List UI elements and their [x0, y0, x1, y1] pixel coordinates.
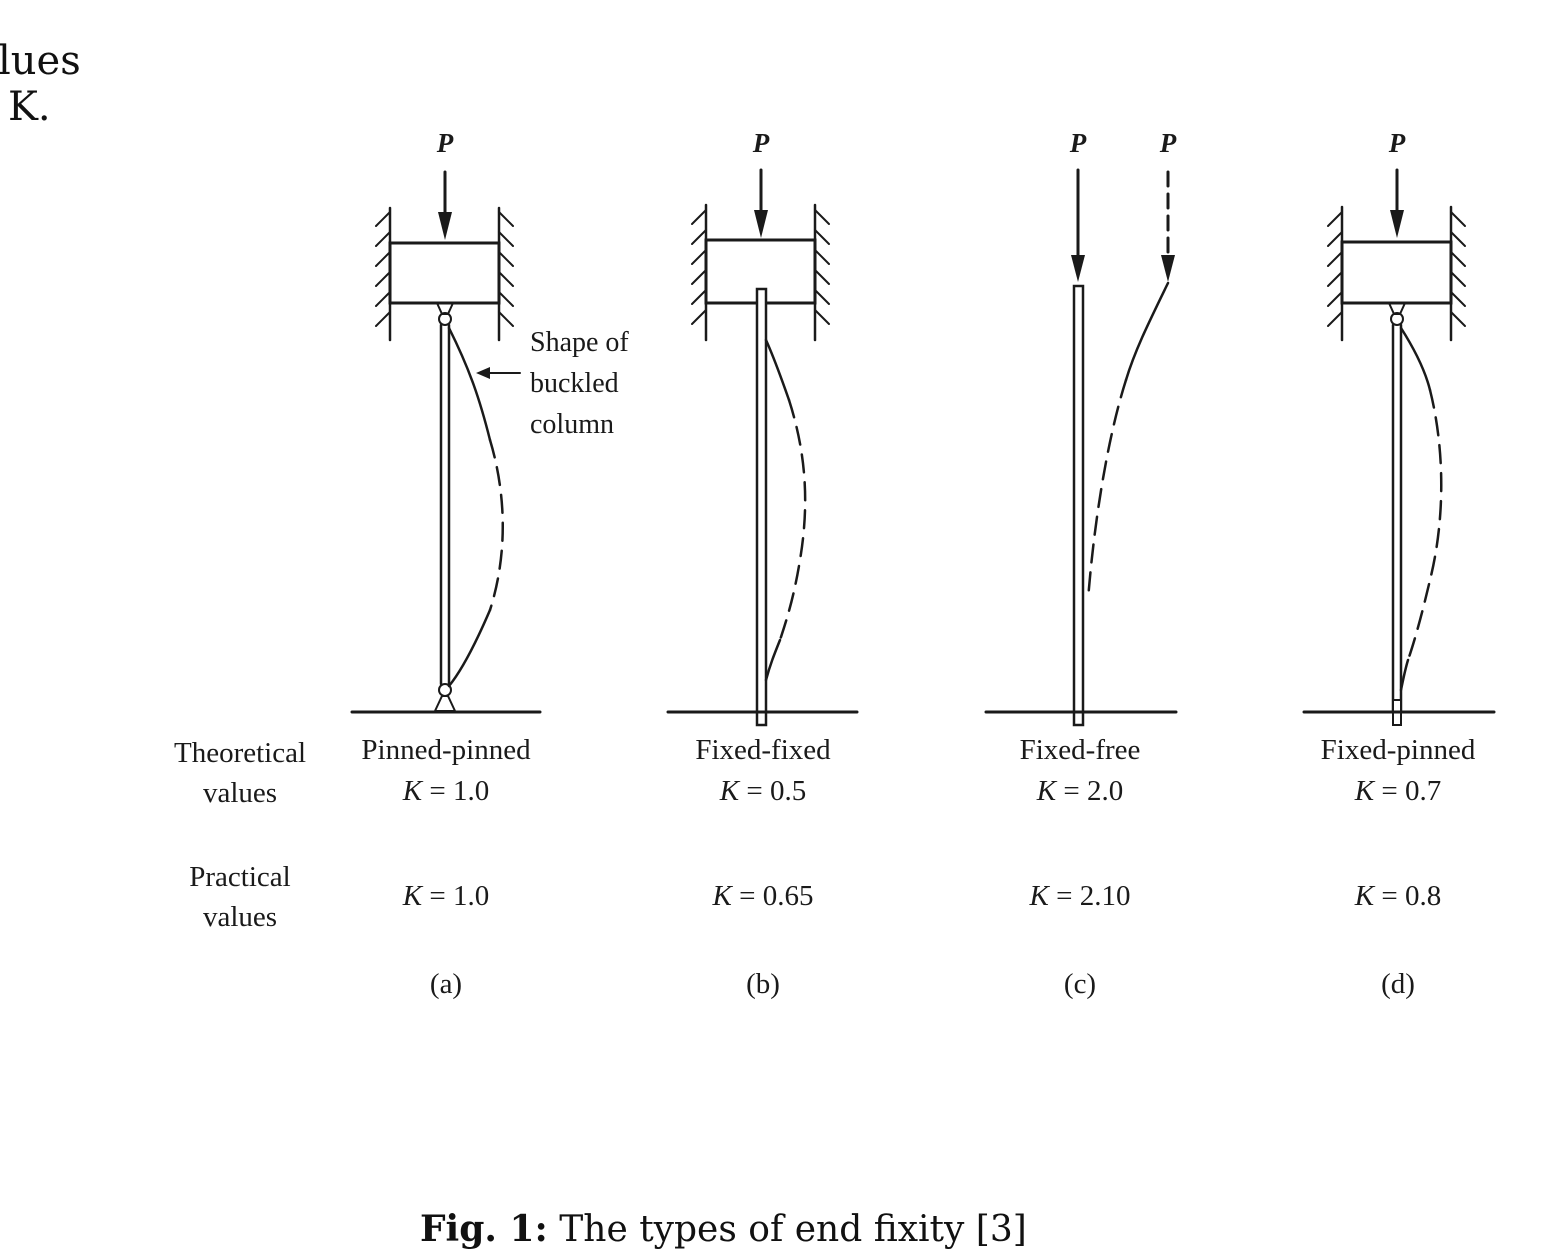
case-b-sublabel: (b): [746, 968, 780, 1000]
caption-text: The types of end fixity [3]: [547, 1209, 1027, 1250]
case-a-name: Pinned-pinned: [361, 734, 531, 766]
caption-prefix: Fig. 1:: [420, 1208, 548, 1250]
k-symbol: K: [1354, 775, 1375, 807]
cropped-text-line-1: lues: [0, 38, 81, 84]
case-c-practical-k: K = 2.10: [1030, 880, 1131, 913]
case-d-practical-k: K = 0.8: [1355, 880, 1441, 913]
case-b-name: Fixed-fixed: [695, 734, 831, 766]
case-b-practical-k: K = 0.65: [713, 880, 814, 913]
k-value: = 0.65: [739, 880, 814, 912]
row-label-theoretical-line-1: Theoretical: [173, 737, 307, 769]
case-a-theoretical-k: K = 1.0: [403, 775, 489, 808]
case-c-theoretical-k: K = 2.0: [1037, 775, 1123, 808]
buckled-shape-annotation: Shape of buckled column: [530, 322, 629, 445]
annotation-line-1: Shape of: [530, 327, 629, 358]
case-a-practical-k: K = 1.0: [403, 880, 489, 913]
k-value: = 1.0: [429, 775, 490, 807]
row-label-practical-line-2: values: [202, 901, 278, 933]
k-value: = 0.7: [1381, 775, 1442, 807]
load-label-a: P: [436, 128, 454, 158]
column-a-pinned-pinned: [350, 170, 542, 714]
case-c-name: Fixed-free: [1019, 734, 1141, 766]
k-value: = 2.10: [1056, 880, 1131, 912]
case-d-name: Fixed-pinned: [1320, 734, 1476, 766]
k-value: = 2.0: [1063, 775, 1124, 807]
column-b-fixed-fixed: [666, 168, 859, 727]
case-d-sublabel: (d): [1381, 968, 1415, 1000]
k-symbol: K: [1036, 775, 1057, 807]
annotation-line-3: column: [530, 409, 614, 440]
load-label-c-deflected: P: [1159, 128, 1177, 158]
load-label-b: P: [752, 128, 770, 158]
row-label-theoretical-line-2: values: [202, 777, 278, 809]
row-label-theoretical: Theoretical values: [174, 733, 306, 813]
case-b-theoretical-k: K = 0.5: [720, 775, 806, 808]
k-symbol: K: [1354, 880, 1375, 912]
k-symbol: K: [712, 880, 732, 912]
case-c-sublabel: (c): [1063, 968, 1097, 1000]
annotation-line-2: buckled: [530, 368, 619, 399]
k-value: = 1.0: [429, 880, 490, 912]
k-value: = 0.8: [1381, 880, 1442, 912]
case-a-sublabel: (a): [429, 968, 463, 1000]
column-c-fixed-free: [984, 168, 1178, 727]
cropped-text-line-2: K.: [8, 84, 51, 130]
load-label-d: P: [1388, 128, 1406, 158]
column-d-fixed-pinned: [1302, 168, 1496, 726]
row-label-practical-line-1: Practical: [189, 861, 291, 893]
k-symbol: K: [402, 880, 423, 912]
figure-caption: Fig. 1: The types of end fixity [3]: [420, 1208, 1027, 1250]
load-label-c: P: [1069, 128, 1087, 158]
row-label-practical: Practical values: [189, 857, 290, 937]
k-symbol: K: [1029, 880, 1049, 912]
k-value: = 0.5: [746, 775, 807, 807]
case-d-theoretical-k: K = 0.7: [1355, 775, 1441, 808]
k-symbol: K: [719, 775, 740, 807]
k-symbol: K: [402, 775, 423, 807]
